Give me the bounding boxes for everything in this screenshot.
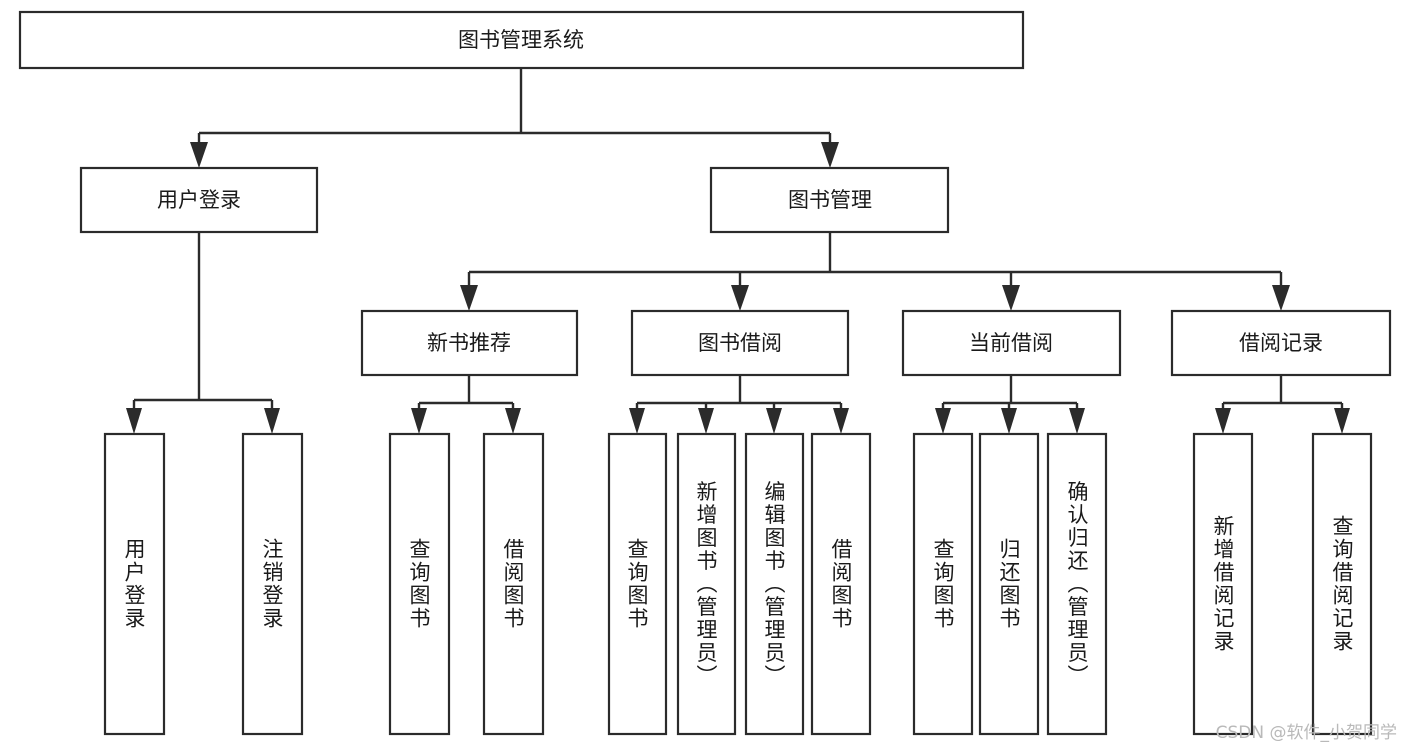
arrow-bm-to-book-borrow xyxy=(731,285,749,311)
node-borrow-record-label: 借阅记录 xyxy=(1239,331,1323,355)
node-leaf-record-add-box xyxy=(1192,432,1254,736)
node-leaf-record-add[interactable]: 新增借阅记录 xyxy=(1192,432,1254,736)
node-leaf-logout[interactable]: 注销登录 xyxy=(241,432,304,736)
node-user-login-box xyxy=(79,166,319,234)
arrow-bm-to-borrow-record xyxy=(1272,285,1290,311)
node-leaf-current-confirm-return-box xyxy=(1046,432,1108,736)
node-leaf-borrow-borrow-book-box xyxy=(810,432,872,736)
arrow-currentborrow-leaf1 xyxy=(935,408,951,434)
node-leaf-logout-box xyxy=(241,432,304,736)
node-book-borrow[interactable]: 图书借阅 xyxy=(630,309,850,377)
node-leaf-record-query-box xyxy=(1311,432,1373,736)
node-leaf-record-query-label: 查询借阅记录 xyxy=(1330,515,1354,653)
arrow-currentborrow-leaf3 xyxy=(1069,408,1085,434)
node-book-borrow-box xyxy=(630,309,850,377)
node-leaf-newbook-query-book-label: 查询图书 xyxy=(407,538,431,630)
node-leaf-newbook-query-book-box xyxy=(388,432,451,736)
node-current-borrow-label: 当前借阅 xyxy=(969,331,1053,355)
node-leaf-borrow-edit-book-box xyxy=(744,432,805,736)
node-leaf-borrow-add-book[interactable]: 新增图书（管理员） xyxy=(676,432,737,736)
node-leaf-borrow-add-book-label: 新增图书（管理员） xyxy=(694,481,718,688)
node-new-book-recommend[interactable]: 新书推荐 xyxy=(360,309,579,377)
node-current-borrow[interactable]: 当前借阅 xyxy=(901,309,1122,377)
node-leaf-current-query-book-label: 查询图书 xyxy=(931,538,955,630)
arrow-bm-to-new-book xyxy=(460,285,478,311)
node-leaf-borrow-query-book-label: 查询图书 xyxy=(625,538,649,630)
node-leaf-user-login[interactable]: 用户登录 xyxy=(103,432,166,736)
node-leaf-current-return-book-label: 归还图书 xyxy=(997,538,1021,630)
node-leaf-logout-label: 注销登录 xyxy=(260,538,284,630)
node-leaf-current-confirm-return[interactable]: 确认归还（管理员） xyxy=(1046,432,1108,736)
node-leaf-borrow-edit-book-label: 编辑图书（管理员） xyxy=(762,481,786,688)
node-leaf-current-query-book[interactable]: 查询图书 xyxy=(912,432,974,736)
node-new-book-recommend-box xyxy=(360,309,579,377)
node-leaf-borrow-add-book-box xyxy=(676,432,737,736)
node-leaf-current-confirm-return-label: 确认归还（管理员） xyxy=(1065,481,1089,688)
node-leaf-newbook-borrow-book-box xyxy=(482,432,545,736)
arrow-bookborrow-leaf4 xyxy=(833,408,849,434)
node-new-book-recommend-label: 新书推荐 xyxy=(427,331,511,355)
arrow-bookborrow-leaf3 xyxy=(766,408,782,434)
arrow-bm-to-current-borrow xyxy=(1002,285,1020,311)
node-leaf-current-return-book[interactable]: 归还图书 xyxy=(978,432,1040,736)
arrow-user-login-leaf2 xyxy=(264,408,280,434)
node-leaf-current-query-book-box xyxy=(912,432,974,736)
node-book-management-box xyxy=(709,166,950,234)
node-borrow-record[interactable]: 借阅记录 xyxy=(1170,309,1392,377)
node-leaf-record-query[interactable]: 查询借阅记录 xyxy=(1311,432,1373,736)
node-root-system-box xyxy=(18,10,1025,70)
arrow-newbook-leaf2 xyxy=(505,408,521,434)
node-leaf-record-add-label: 新增借阅记录 xyxy=(1211,515,1235,653)
arrow-currentborrow-leaf2 xyxy=(1001,408,1017,434)
node-borrow-record-box xyxy=(1170,309,1392,377)
node-book-borrow-label: 图书借阅 xyxy=(698,331,782,355)
arrow-borrowrecord-leaf2 xyxy=(1334,408,1350,434)
node-leaf-borrow-edit-book[interactable]: 编辑图书（管理员） xyxy=(744,432,805,736)
arrow-bookborrow-leaf2 xyxy=(698,408,714,434)
node-current-borrow-box xyxy=(901,309,1122,377)
node-leaf-newbook-query-book[interactable]: 查询图书 xyxy=(388,432,451,736)
node-leaf-current-return-book-box xyxy=(978,432,1040,736)
node-leaf-borrow-query-book-box xyxy=(607,432,668,736)
arrow-user-login-leaf1 xyxy=(126,408,142,434)
node-book-management[interactable]: 图书管理 xyxy=(709,166,950,234)
node-root-system-label: 图书管理系统 xyxy=(458,28,584,52)
arrow-root-to-user-login xyxy=(190,142,208,168)
connector-layer xyxy=(126,68,1350,434)
arrow-borrowrecord-leaf1 xyxy=(1215,408,1231,434)
node-leaf-newbook-borrow-book[interactable]: 借阅图书 xyxy=(482,432,545,736)
node-book-management-label: 图书管理 xyxy=(788,188,872,212)
node-leaf-borrow-borrow-book-label: 借阅图书 xyxy=(829,538,853,630)
arrow-root-to-book-manage xyxy=(821,142,839,168)
node-leaf-borrow-borrow-book[interactable]: 借阅图书 xyxy=(810,432,872,736)
node-leaf-newbook-borrow-book-label: 借阅图书 xyxy=(501,538,525,630)
node-leaf-user-login-box xyxy=(103,432,166,736)
node-root-system[interactable]: 图书管理系统 xyxy=(18,10,1025,70)
arrow-bookborrow-leaf1 xyxy=(629,408,645,434)
node-leaf-borrow-query-book[interactable]: 查询图书 xyxy=(607,432,668,736)
node-user-login-label: 用户登录 xyxy=(157,188,241,212)
node-leaf-user-login-label: 用户登录 xyxy=(122,538,146,630)
node-user-login[interactable]: 用户登录 xyxy=(79,166,319,234)
arrow-newbook-leaf1 xyxy=(411,408,427,434)
